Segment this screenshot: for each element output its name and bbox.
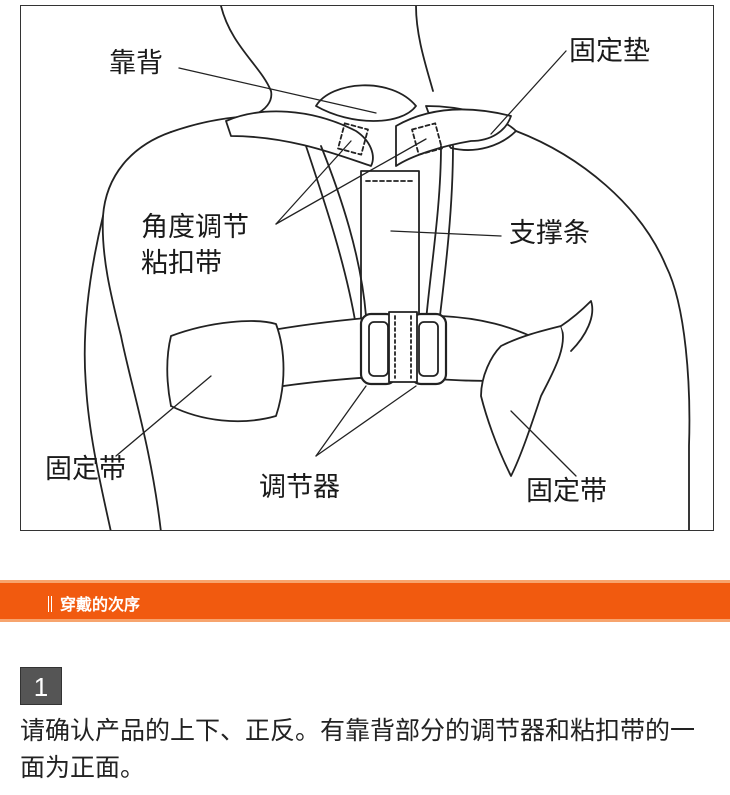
support-strip-shape [360,170,420,332]
velcro-box-right [411,122,443,156]
leader-adjuster-2 [315,385,417,457]
left-strap-end [166,320,285,423]
leader-strap-right [510,410,577,477]
velcro-box-left [337,122,369,156]
torso-outline-right [515,130,691,530]
label-support-strip: 支撑条 [509,218,590,249]
leader-velcro-2 [275,138,427,225]
left-upper-strap [225,110,374,167]
label-back-pad: 靠背 [109,48,163,79]
step-instruction-text: 请确认产品的上下、正反。有靠背部分的调节器和粘扣带的一面为正面。 [20,716,696,782]
leader-velcro-1 [275,140,352,225]
torso-outline [101,131,172,530]
section-title: 穿戴的次序 [48,591,140,615]
label-fixing-strap-left: 固定带 [45,454,126,485]
left-x-strap-2 [305,145,357,327]
leader-adjuster-1 [315,385,367,457]
product-diagram: 靠背 固定垫 角度调节 粘扣带 支撑条 固定带 调节器 固定带 [20,5,714,531]
label-fixing-pad: 固定垫 [569,36,650,67]
label-fixing-strap-right: 固定带 [526,476,607,507]
right-strap-tab [560,300,594,352]
section-header-bar: 穿戴的次序 [0,580,730,622]
step-number-badge: 1 [20,667,62,705]
leader-back-pad [178,67,377,114]
adjuster-center-strip [388,311,418,383]
neck-outline-right [415,6,434,92]
label-angle-velcro-line1: 角度调节 [141,212,249,243]
back-brace-illustration [83,6,691,530]
neck-outline [220,6,273,117]
right-x-strap [425,145,442,322]
left-arm [83,215,112,530]
left-x-strap [320,145,367,317]
leader-support [390,230,502,237]
label-adjuster: 调节器 [259,472,340,503]
right-upper-strap [395,108,512,167]
label-angle-velcro-line2: 粘扣带 [141,248,222,279]
leader-fixing-pad [490,50,567,135]
back-pad-shape [315,84,417,122]
right-x-strap-2 [438,145,454,325]
leader-strap-left [115,375,212,457]
